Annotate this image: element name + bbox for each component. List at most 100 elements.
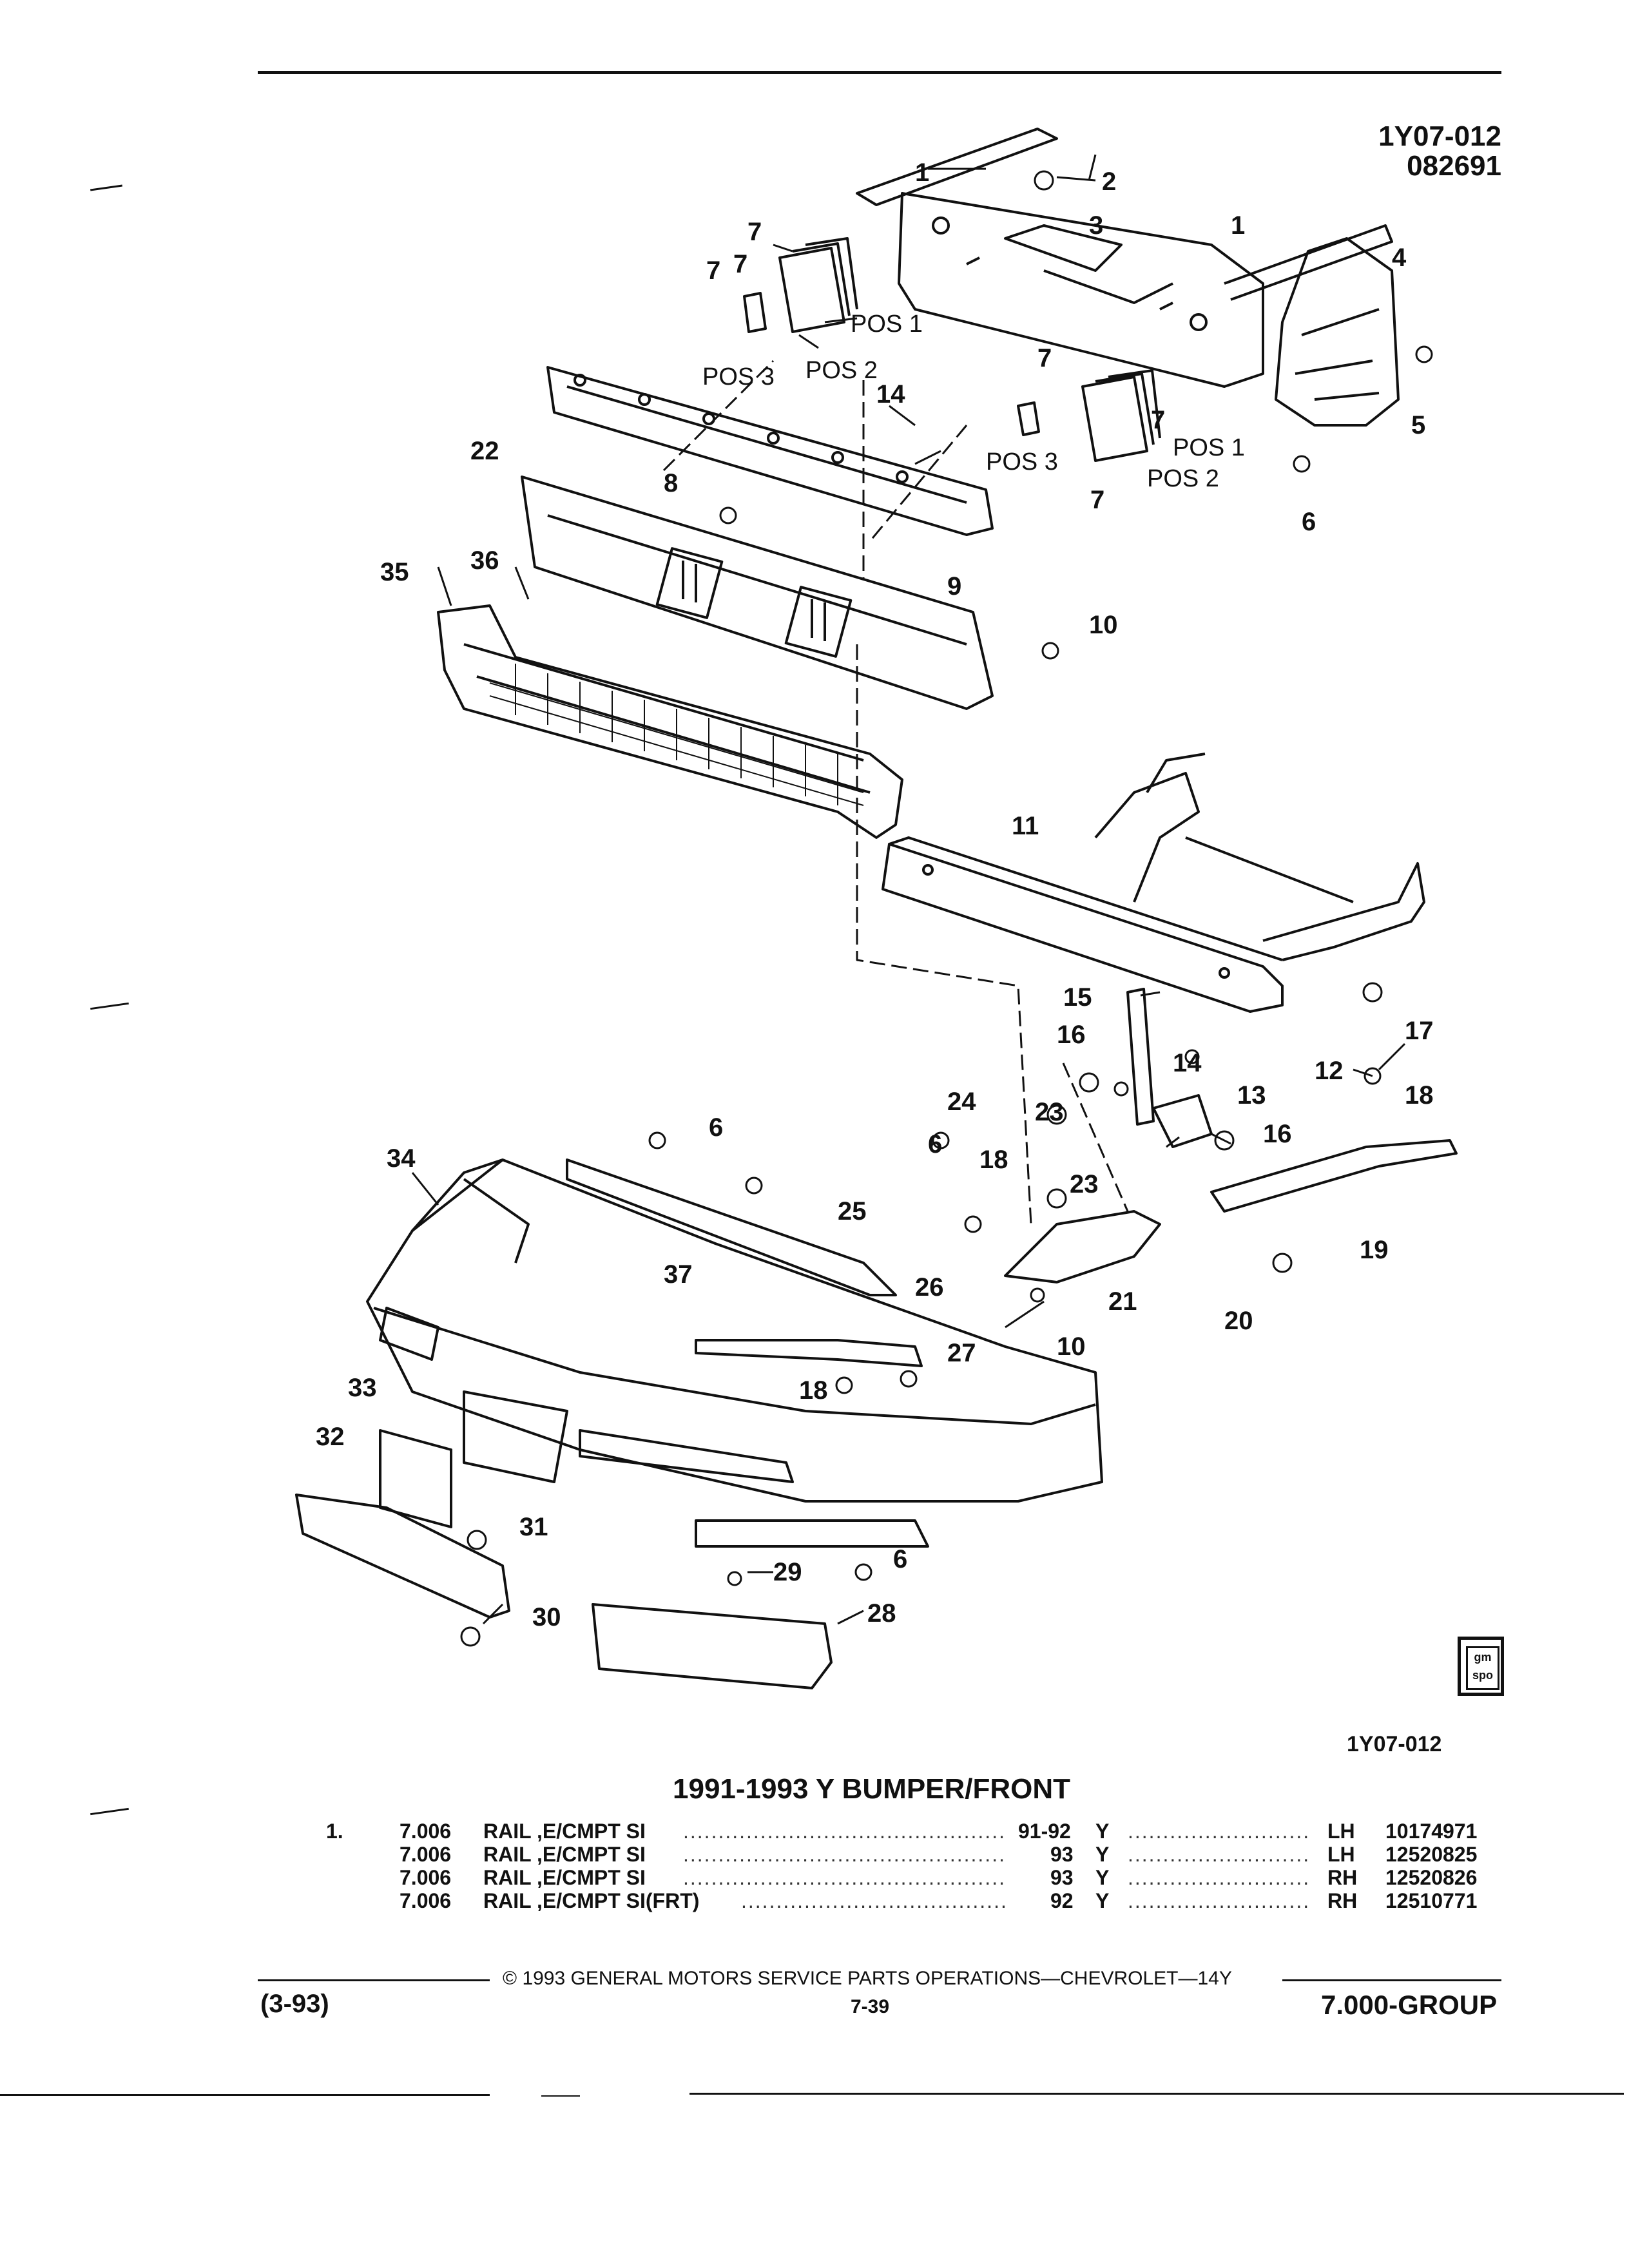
callout-20: 20	[1224, 1307, 1253, 1335]
callout-26: 26	[915, 1273, 944, 1302]
part-description: RAIL ,E/CMPT SI	[483, 1866, 646, 1889]
group-number: 7.006	[400, 1820, 452, 1843]
callout-29: 29	[773, 1558, 802, 1586]
callout-1: 1	[915, 159, 930, 187]
model-years: 92	[1050, 1889, 1074, 1912]
callout-6d: 6	[893, 1545, 908, 1573]
callout-6a: 6	[1302, 508, 1316, 536]
leader-dots: ........................................…	[683, 1866, 1005, 1889]
reinforcement-bar-9-part	[546, 366, 994, 536]
callout-17: 17	[1405, 1017, 1434, 1045]
bracket-21-part	[1004, 1210, 1161, 1283]
footer-page: 7-39	[851, 1996, 890, 2017]
footer-date: (3-93)	[260, 1990, 329, 2018]
callout-6b: 6	[709, 1113, 724, 1142]
lower-crossmember-11-part	[882, 753, 1425, 1013]
table-row: 7.006 RAIL ,E/CMPT SI ..................…	[400, 1820, 1611, 1843]
side: LH	[1327, 1820, 1355, 1843]
callout-13: 13	[1237, 1081, 1266, 1110]
leader-dots: ........................................…	[683, 1843, 1005, 1866]
callout-18b: 18	[979, 1146, 1008, 1174]
callout-1b: 1	[1231, 211, 1246, 240]
leader-dots: ........................................…	[683, 1820, 1005, 1843]
crossmember-part	[898, 192, 1264, 388]
frame-rail-part	[856, 128, 1393, 301]
callout-10b: 10	[1057, 1332, 1086, 1361]
callout-11: 11	[1012, 812, 1039, 840]
fastener-group	[460, 170, 1433, 1647]
callout-32: 32	[316, 1423, 345, 1451]
callout-7e: 7	[1151, 406, 1166, 434]
callout-7c: 7	[733, 250, 748, 278]
callout-15: 15	[1063, 983, 1092, 1012]
position-label: POS 3	[702, 363, 775, 390]
callout-22: 22	[470, 437, 499, 465]
section-title: 1991-1993 Y BUMPER/FRONT	[673, 1773, 1071, 1805]
part-number: 10174971	[1385, 1820, 1478, 1843]
callout-14a: 14	[876, 380, 905, 408]
date-code: 082691	[1407, 150, 1501, 182]
callout-35: 35	[380, 558, 409, 586]
position-label: POS 2	[1147, 465, 1219, 492]
group-number: 7.006	[400, 1889, 452, 1912]
callout-23b: 23	[1070, 1170, 1099, 1198]
model-years: 91-92	[1018, 1820, 1071, 1843]
position-label: POS 2	[805, 357, 878, 384]
position-label: POS 1	[1173, 434, 1245, 461]
shim-stack-upper	[743, 237, 858, 333]
page-edge-rule	[541, 2095, 580, 2097]
series: Y	[1095, 1843, 1110, 1866]
table-row: 7.006 RAIL ,E/CMPT SI ..................…	[400, 1843, 1611, 1866]
callout-27: 27	[947, 1339, 976, 1367]
table-row: 7.006 RAIL ,E/CMPT SI ..................…	[400, 1866, 1611, 1889]
page-edge-rule	[0, 2094, 490, 2096]
parts-table: 7.006 RAIL ,E/CMPT SI ..................…	[400, 1820, 1611, 1912]
energy-absorber-35-part	[437, 604, 903, 839]
callout-36: 36	[470, 546, 499, 575]
footer-group: 7.000-GROUP	[1321, 1990, 1498, 2020]
part-description: RAIL ,E/CMPT SI(FRT)	[483, 1889, 700, 1912]
bracket-4-part	[1275, 237, 1400, 427]
callout-30: 30	[532, 1603, 561, 1631]
air-deflector-28-part	[592, 1603, 833, 1689]
footer-rule-left	[258, 1979, 490, 1981]
bumper-support-22-part	[521, 476, 994, 710]
side: RH	[1327, 1866, 1358, 1889]
table-row: 7.006 RAIL ,E/CMPT SI(FRT) .............…	[400, 1889, 1611, 1912]
callout-25: 25	[838, 1197, 867, 1225]
callout-8: 8	[664, 469, 679, 497]
callout-6c: 6	[928, 1130, 943, 1158]
callout-24: 24	[947, 1088, 976, 1116]
bracket-13-part	[1152, 1094, 1213, 1148]
strip-26-part	[695, 1339, 923, 1367]
part-number: 12520825	[1385, 1843, 1478, 1866]
group-number: 7.006	[400, 1866, 452, 1889]
callout-23a: 23	[1035, 1098, 1064, 1126]
model-years: 93	[1050, 1866, 1074, 1889]
impact-strip-25-part	[566, 1158, 897, 1296]
license-plate-33-part	[379, 1429, 452, 1528]
bracket-19-part	[1210, 1139, 1458, 1213]
margin-mark	[90, 1807, 129, 1816]
leader-dots: ........................................…	[741, 1889, 1005, 1912]
callout-31: 31	[519, 1513, 548, 1541]
leader-dots: ...............................	[1128, 1820, 1308, 1843]
series: Y	[1095, 1820, 1110, 1843]
part-description: RAIL ,E/CMPT SI	[483, 1843, 646, 1866]
callout-12: 12	[1315, 1057, 1344, 1085]
shim-stack-lower	[1017, 369, 1161, 462]
leader-dots: ...............................	[1128, 1866, 1308, 1889]
exploded-parts-diagram	[295, 128, 1458, 1689]
bumper-fascia-34-part	[366, 1158, 1103, 1548]
callout-7b: 7	[706, 256, 721, 285]
callout-9: 9	[947, 572, 962, 601]
copyright-text: © 1993 GENERAL MOTORS SERVICE PARTS OPER…	[503, 1968, 1232, 1989]
leader-dots: ...............................	[1128, 1889, 1308, 1912]
callout-19: 19	[1360, 1236, 1389, 1264]
callout-21: 21	[1108, 1287, 1137, 1316]
callout-16b: 16	[1263, 1120, 1292, 1148]
callout-7a: 7	[747, 218, 762, 246]
license-bracket-32-part	[295, 1494, 510, 1619]
gm-spo-logo-icon: gm spo	[1458, 1637, 1504, 1696]
leader-dots: ...............................	[1128, 1843, 1308, 1866]
